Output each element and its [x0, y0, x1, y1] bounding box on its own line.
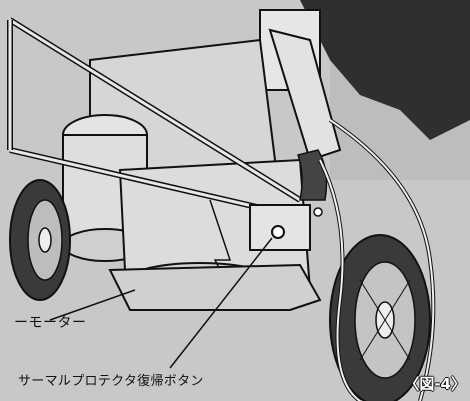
motor-label: ーモーター: [14, 315, 87, 331]
thermal-leader-line: [169, 237, 273, 369]
right-handle: [268, 28, 342, 162]
deck-base: [108, 263, 322, 311]
thermal-reset-button: [271, 225, 285, 239]
housing-top-right: [300, 0, 470, 140]
thermal-reset-button-label: サーマルプロテクタ復帰ボタン: [18, 374, 204, 389]
figure-number: 〈図-4〉: [404, 375, 466, 393]
motor-leader-line: [49, 289, 136, 321]
